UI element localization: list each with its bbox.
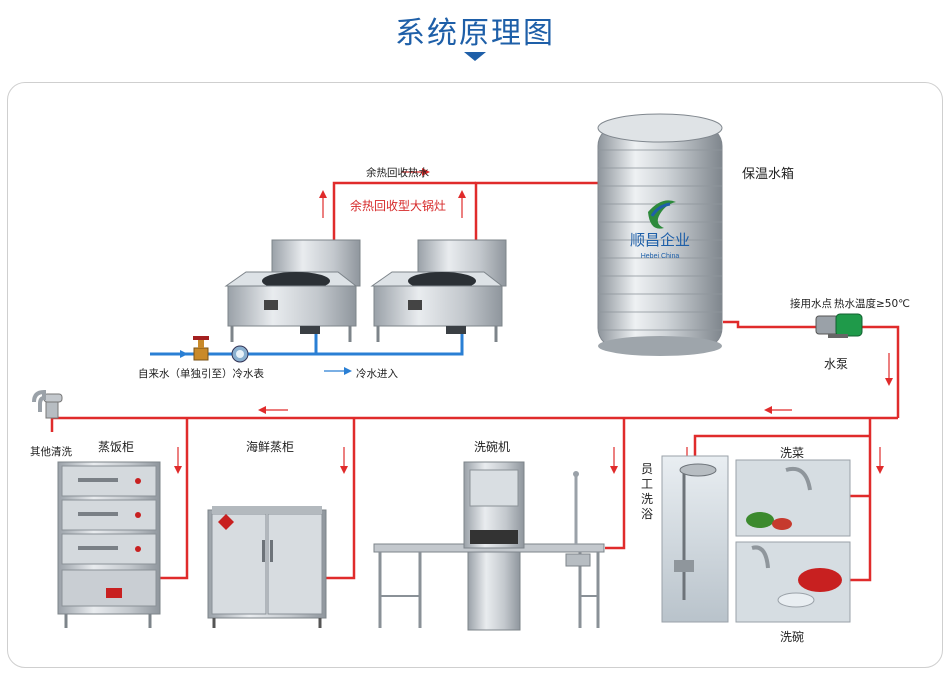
wash-vegetables-label: 洗菜	[780, 446, 805, 460]
valve-icon	[193, 336, 209, 361]
tap-water-label: 自来水（单独引至）冷水表	[138, 368, 264, 380]
water-meter-icon	[231, 345, 249, 363]
seafood-steamer-label: 海鲜蒸柜	[246, 440, 295, 454]
page-title: 系统原理图	[395, 16, 555, 51]
title-down-arrow-icon	[464, 52, 486, 61]
cold-water-in-label: 冷水进入	[356, 368, 398, 380]
insulated-water-tank	[597, 113, 723, 356]
tank-label: 保温水箱	[742, 167, 795, 182]
cold-arrow-head	[344, 367, 352, 375]
wash-dishes-label: 洗碗	[780, 630, 805, 644]
faucet-icon	[32, 389, 63, 419]
rice-steamer-cabinet	[57, 461, 161, 628]
dishwasher-station	[373, 461, 605, 631]
shower-photo	[661, 455, 729, 623]
wash-dishes-photo	[735, 541, 851, 623]
warning-sign-icon	[218, 514, 234, 530]
wash-vegetables-photo	[735, 459, 851, 537]
rice-steamer-label: 蒸饭柜	[98, 440, 135, 454]
brand-logo-subtext: Hebei China	[641, 253, 680, 260]
stove-right	[370, 239, 507, 342]
hot-water-temp-label: 热水温度≥50℃	[834, 298, 910, 310]
other-cleaning-label: 其他清洗	[30, 446, 72, 458]
staff-shower-label: 员工洗浴	[640, 462, 653, 521]
connection-point-label: 接用水点	[790, 298, 832, 310]
heat-recovery-water-label: 余热回收热水	[366, 167, 429, 179]
seafood-steamer-cabinet	[207, 506, 327, 628]
dishwasher-label: 洗碗机	[474, 440, 511, 454]
brand-logo-text: 顺昌企业	[630, 231, 690, 249]
pump-icon	[815, 313, 863, 338]
stove-label: 余热回收型大锅灶	[350, 199, 447, 213]
hot-water-pipes	[50, 171, 900, 582]
stove-left	[224, 239, 361, 342]
pump-label: 水泵	[824, 357, 849, 371]
logo-leaf-icon	[648, 200, 676, 229]
